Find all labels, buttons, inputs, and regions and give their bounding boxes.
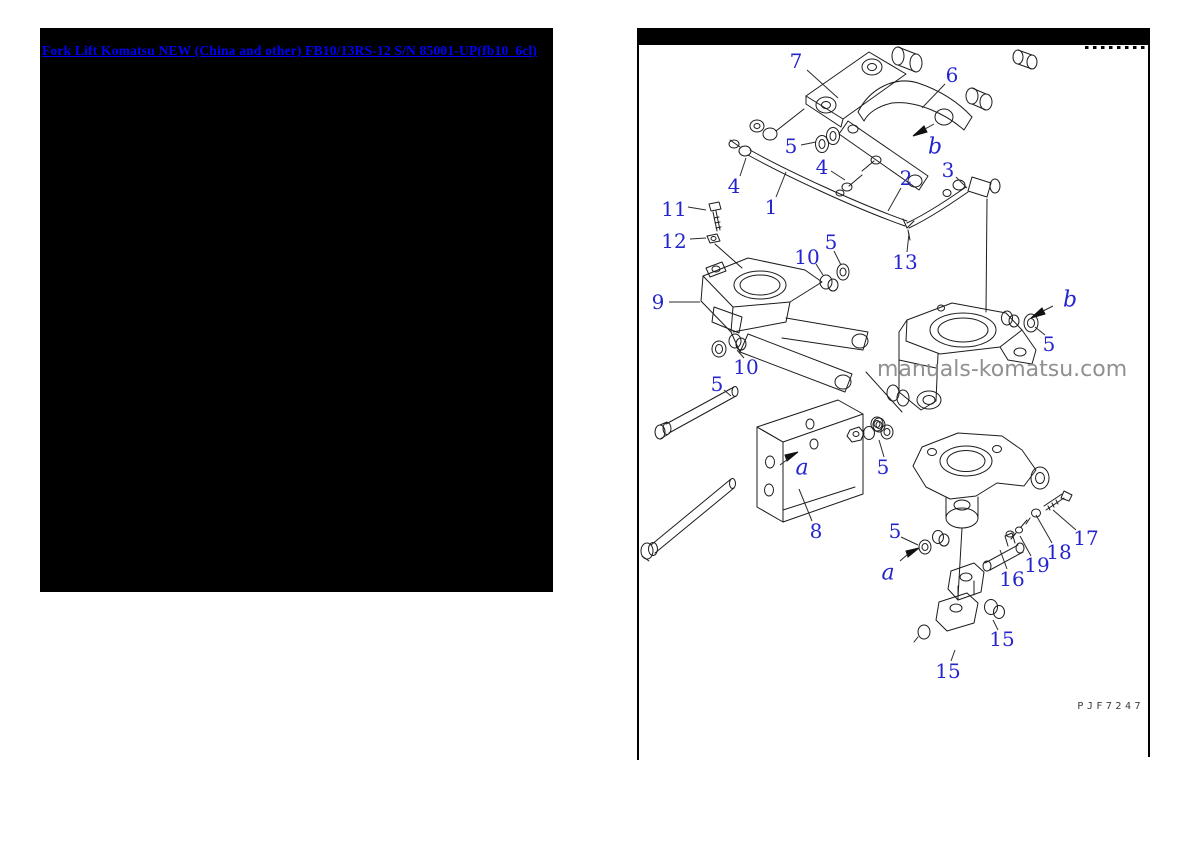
callout-label-18: 18 [1046, 540, 1071, 564]
callout-leader-5 [723, 389, 732, 397]
left-black-panel: Fork Lift Komatsu NEW (China and other) … [40, 28, 553, 592]
callout-label-15: 15 [989, 627, 1014, 651]
callout-leader-13 [906, 232, 910, 253]
callout-label-15: 15 [935, 659, 960, 683]
callout-label-a: a [795, 456, 808, 481]
callout-label-6: 6 [946, 63, 959, 87]
view-direction-arrow-1 [1030, 307, 1046, 319]
callout-leader-10 [815, 263, 824, 276]
callout-leader-12 [689, 237, 707, 240]
callout-label-12: 12 [661, 229, 686, 253]
parts-diagram-svg: 76544231b1112510139b51055a85a17181916151… [637, 28, 1150, 760]
callout-label-5: 5 [877, 455, 890, 479]
callout-label-4: 4 [816, 155, 829, 179]
callout-label-9: 9 [652, 290, 665, 314]
view-direction-arrow-tail-0 [924, 123, 935, 130]
callout-label-19: 19 [1024, 553, 1049, 577]
callout-leader-4 [739, 157, 747, 177]
callout-label-3: 3 [942, 158, 955, 182]
callout-label-10: 10 [733, 355, 758, 379]
callout-leader-7 [806, 69, 839, 99]
callout-label-7: 7 [790, 49, 803, 73]
callout-leader-16 [999, 549, 1008, 570]
callout-label-2: 2 [900, 166, 913, 190]
callout-leader-19 [1019, 535, 1032, 557]
diagram-frame [637, 28, 1150, 760]
callout-leader-4 [830, 170, 846, 181]
view-direction-arrow-0 [912, 125, 928, 137]
watermark-text: manuals-komatsu.com [877, 357, 1127, 382]
callout-leader-2 [887, 187, 902, 212]
callout-leader-11 [687, 206, 707, 211]
figure-code-text: PJF7247 [1077, 701, 1144, 712]
view-direction-arrow-2 [784, 451, 799, 462]
callout-label-b: b [928, 135, 942, 160]
callout-leader-3 [955, 176, 968, 189]
callout-label-16: 16 [999, 567, 1024, 591]
callout-label-b: b [1063, 288, 1077, 313]
callout-leader-10 [736, 349, 745, 359]
view-direction-arrow-tail-1 [1042, 305, 1054, 312]
view-direction-arrow-tail-3 [899, 553, 909, 562]
callout-leader-5 [800, 141, 817, 146]
catalog-breadcrumb-link[interactable]: Fork Lift Komatsu NEW (China and other) … [42, 43, 538, 58]
callout-leader-15 [992, 619, 999, 631]
callout-label-5: 5 [889, 519, 902, 543]
callout-label-11: 11 [661, 197, 686, 221]
callout-label-5: 5 [1043, 332, 1056, 356]
callout-leader-5 [833, 250, 842, 266]
view-direction-arrow-3 [905, 547, 920, 558]
callout-leader-5 [878, 439, 885, 458]
callout-leader-18 [1035, 514, 1053, 544]
callout-label-13: 13 [892, 250, 917, 274]
view-direction-arrow-tail-2 [779, 458, 789, 466]
callout-leader-17 [1052, 509, 1077, 531]
callout-leader-8 [798, 488, 813, 522]
exploded-view-art [640, 46, 1073, 643]
callout-leader-5 [900, 536, 919, 546]
callout-label-17: 17 [1073, 526, 1098, 550]
callout-label-10: 10 [794, 245, 819, 269]
callout-leader-6 [921, 83, 946, 109]
callout-label-1: 1 [765, 195, 778, 219]
callout-leader-1 [775, 171, 787, 198]
callout-label-5: 5 [785, 134, 798, 158]
callout-leader-15 [950, 649, 956, 662]
callout-leader-5 [1034, 326, 1046, 336]
callout-label-5: 5 [825, 230, 838, 254]
callout-label-a: a [881, 561, 894, 586]
callout-label-8: 8 [810, 519, 823, 543]
callout-label-4: 4 [728, 174, 741, 198]
callout-label-5: 5 [711, 372, 724, 396]
